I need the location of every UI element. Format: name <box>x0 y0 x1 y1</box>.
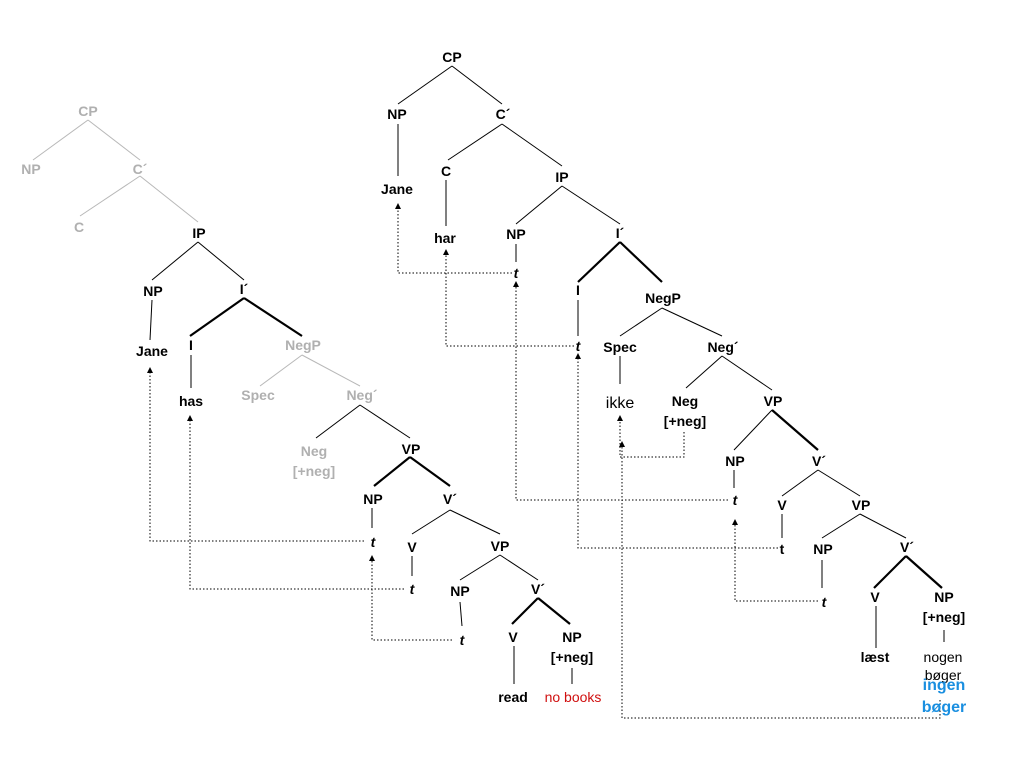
en-t2-label: t <box>410 581 416 597</box>
da-boger-plain-label: bøger <box>925 667 962 683</box>
danish-tree-edges <box>397 65 945 648</box>
da-neg-feat-label: [+neg] <box>664 413 706 429</box>
da-t-subj-label: t <box>514 265 520 281</box>
en-ip-label: IP <box>192 225 205 241</box>
en-cbar-label: C´ <box>133 161 148 177</box>
da-cp-label: CP <box>442 49 461 65</box>
da-vbar2-label: V´ <box>900 539 914 555</box>
da-t-v1-label: t <box>780 541 785 557</box>
da-jane-label: Jane <box>381 181 413 197</box>
en-np-obj-feat-label: [+neg] <box>551 649 593 665</box>
en-vp2-label: VP <box>491 538 510 554</box>
en-ibar-label: I´ <box>240 281 249 297</box>
da-i-label: I <box>576 282 580 298</box>
da-np-spec-label: NP <box>387 106 406 122</box>
da-ingen-label: ingen <box>923 677 966 694</box>
da-nogen-label: nogen <box>924 649 963 665</box>
da-ikke-label: ikke <box>606 395 635 412</box>
en-np-vp1-label: NP <box>363 491 382 507</box>
da-np-obj-label: NP <box>934 589 953 605</box>
en-read-label: read <box>498 689 528 705</box>
en-neg-feat-label: [+neg] <box>293 463 335 479</box>
da-ip-label: IP <box>555 169 568 185</box>
da-spec-label: Spec <box>603 339 637 355</box>
en-v1-label: V <box>407 539 417 555</box>
da-negbar-label: Neg´ <box>707 339 738 355</box>
da-vp1-label: VP <box>764 393 783 409</box>
english-movement-arrows <box>147 367 452 641</box>
da-vbar1-label: V´ <box>812 453 826 469</box>
en-t3-label: t <box>460 632 466 648</box>
en-np-subj-label: NP <box>143 283 162 299</box>
en-np-obj-label: NP <box>562 629 581 645</box>
en-v2-label: V <box>508 629 518 645</box>
english-tree-labels: CP NP C´ C IP NP I´ Jane I has NegP Spec… <box>21 103 601 705</box>
en-negp-label: NegP <box>285 337 321 353</box>
en-np-vp2-label: NP <box>450 583 469 599</box>
da-t-i-label: t <box>576 338 582 354</box>
en-spec-label: Spec <box>241 387 275 403</box>
en-neg-label: Neg <box>301 443 327 459</box>
da-t-vp2-label: t <box>822 594 828 610</box>
da-neg-label: Neg <box>672 393 698 409</box>
en-has-label: has <box>179 393 203 409</box>
da-boger-blue-label: bøger <box>922 699 966 716</box>
da-cbar-label: C´ <box>496 106 511 122</box>
en-cp-label: CP <box>78 103 97 119</box>
en-np-spec-label: NP <box>21 161 40 177</box>
da-c-label: C <box>441 163 451 179</box>
english-tree-edges <box>32 119 573 684</box>
en-vbar2-label: V´ <box>531 581 545 597</box>
en-vp1-label: VP <box>402 441 421 457</box>
da-negp-label: NegP <box>645 290 681 306</box>
da-np-vp2-label: NP <box>813 541 832 557</box>
da-np-obj-feat-label: [+neg] <box>923 609 965 625</box>
da-v2-label: V <box>870 589 880 605</box>
da-laest-label: læst <box>861 649 890 665</box>
da-har-label: har <box>434 230 456 246</box>
da-np-vp1-label: NP <box>725 453 744 469</box>
da-vp2-label: VP <box>852 497 871 513</box>
da-ibar-label: I´ <box>616 225 625 241</box>
en-t1-label: t <box>371 534 377 550</box>
danish-movement-arrows <box>395 203 941 719</box>
da-t-vp1-label: t <box>733 492 739 508</box>
danish-tree-labels: CP NP C´ Jane C har IP NP t I´ I t NegP … <box>381 49 966 716</box>
en-negbar-label: Neg´ <box>346 387 377 403</box>
en-i-label: I <box>189 337 193 353</box>
en-c-label: C <box>74 219 84 235</box>
da-v1-label: V <box>777 497 787 513</box>
da-np-subj-label: NP <box>506 226 525 242</box>
en-vbar1-label: V´ <box>443 491 457 507</box>
en-jane-label: Jane <box>136 343 168 359</box>
en-no-books-label: no books <box>545 689 602 705</box>
